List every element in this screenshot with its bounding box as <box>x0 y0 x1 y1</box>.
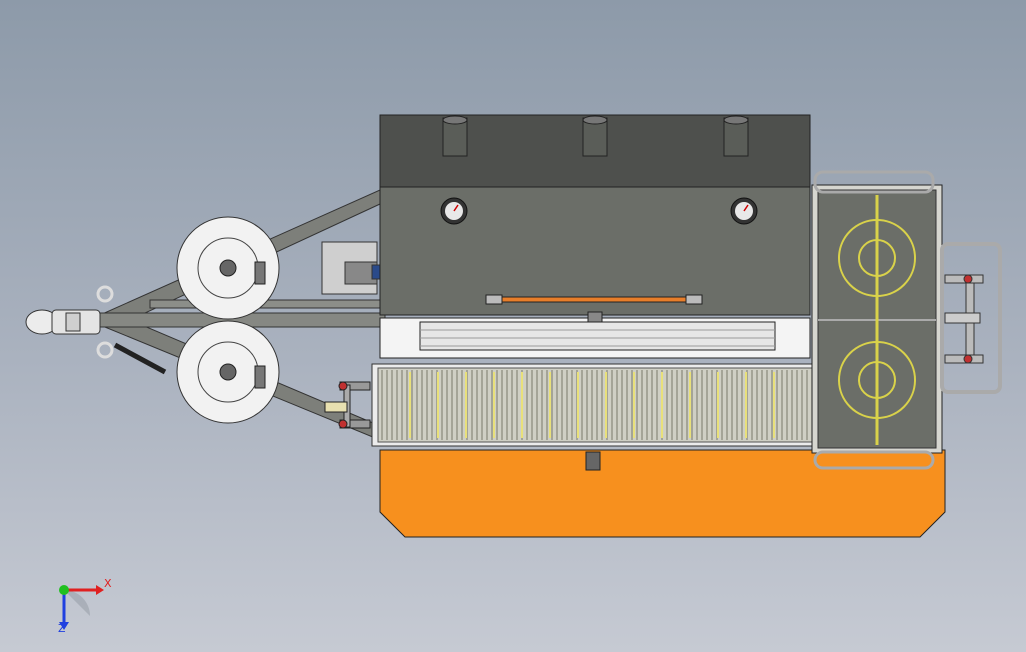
lid-handle <box>485 294 703 305</box>
side-burner-station <box>811 170 943 470</box>
rotisserie-motor <box>321 241 381 295</box>
hitch-coupler <box>25 285 167 375</box>
propane-tank-bottom <box>176 320 280 424</box>
coordinate-triad: X Z <box>58 577 112 635</box>
thermometer-gauge-right <box>730 197 758 225</box>
x-axis-label: X <box>104 577 112 590</box>
y-axis-dot <box>59 585 69 595</box>
cooking-grate <box>371 363 819 447</box>
thermometer-gauge-left <box>440 197 468 225</box>
warming-shelf <box>379 311 811 359</box>
propane-tank-top <box>176 216 280 320</box>
side-burner-manifold <box>940 242 1002 394</box>
z-axis-label: Z <box>58 622 66 635</box>
orange-base-body <box>379 449 946 538</box>
gas-valves <box>324 381 371 429</box>
